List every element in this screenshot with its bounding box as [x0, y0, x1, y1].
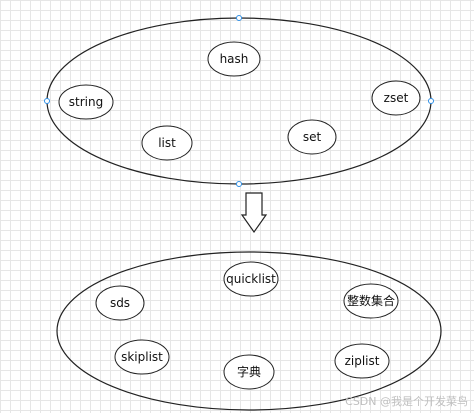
node-zset[interactable]: zset	[371, 80, 421, 116]
node-string-label: string	[69, 95, 103, 109]
node-sds[interactable]: sds	[95, 285, 145, 321]
node-hash[interactable]: hash	[207, 41, 261, 77]
node-intset[interactable]: 整数集合	[343, 283, 399, 319]
selection-handle-right[interactable]	[428, 98, 434, 104]
selection-handle-bottom[interactable]	[236, 181, 242, 187]
down-arrow-icon[interactable]	[240, 192, 268, 234]
node-dict-label: 字典	[237, 364, 261, 379]
node-quicklist[interactable]: quicklist	[223, 261, 279, 297]
node-skiplist-label: skiplist	[121, 350, 163, 364]
selection-handle-top[interactable]	[236, 15, 242, 21]
bottom-group-ellipse[interactable]	[56, 251, 442, 411]
node-hash-label: hash	[220, 52, 249, 66]
node-list-label: list	[158, 136, 176, 150]
node-string[interactable]: string	[58, 84, 114, 120]
node-ziplist[interactable]: ziplist	[334, 343, 390, 379]
watermark: CSDN @我是个开发菜鸟	[345, 395, 468, 408]
node-dict[interactable]: 字典	[223, 354, 275, 390]
selection-handle-left[interactable]	[44, 98, 50, 104]
node-intset-label: 整数集合	[347, 293, 395, 308]
node-zset-label: zset	[384, 91, 409, 105]
node-skiplist[interactable]: skiplist	[114, 339, 170, 375]
node-sds-label: sds	[110, 296, 130, 310]
node-set[interactable]: set	[287, 119, 337, 155]
node-quicklist-label: quicklist	[226, 272, 276, 286]
node-list[interactable]: list	[141, 125, 193, 161]
node-set-label: set	[303, 130, 322, 144]
node-ziplist-label: ziplist	[345, 354, 380, 368]
